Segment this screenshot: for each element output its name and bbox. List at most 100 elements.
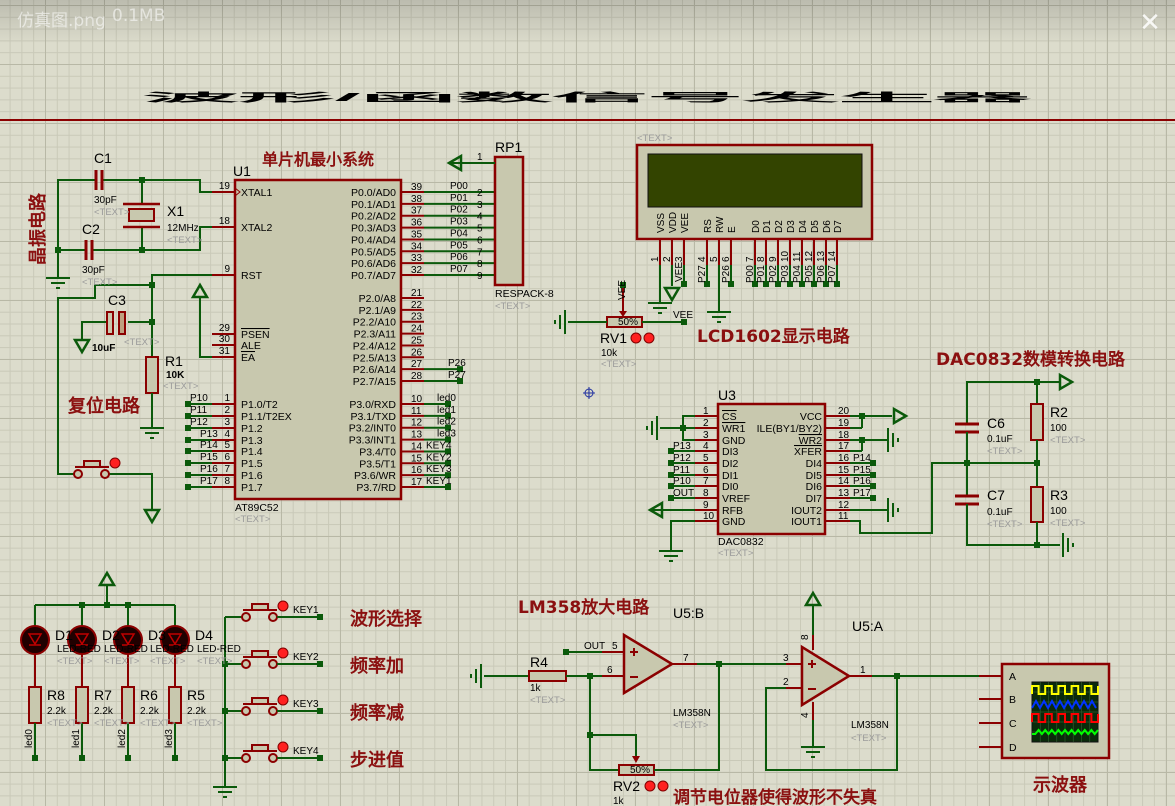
net-label: P27 <box>697 265 708 283</box>
junction-dot <box>620 282 626 288</box>
key-function-label: 频率减 <box>350 702 404 724</box>
junction-dot <box>728 281 734 287</box>
net-label: P16 <box>853 476 871 487</box>
junction-dot <box>32 755 38 761</box>
wire <box>654 664 720 771</box>
ground-icon <box>470 664 482 688</box>
pin-number: 6 <box>703 465 709 476</box>
pin-number: 12 <box>804 250 815 262</box>
net-label: KEY2 <box>293 652 319 663</box>
net-label: P14 <box>200 440 218 451</box>
button-cap <box>251 697 269 705</box>
pin-number: 7 <box>745 256 756 262</box>
net-label: P00 <box>745 265 756 283</box>
lcd-pin-name: RS <box>703 219 714 233</box>
channel-label: A <box>1009 671 1016 683</box>
junction-dot <box>445 401 451 407</box>
pin-number: 9 <box>477 271 483 282</box>
pin-number: 23 <box>411 312 423 323</box>
terminal-arrow-icon <box>803 590 823 607</box>
probe-icon <box>657 780 669 792</box>
junction-dot <box>317 755 323 761</box>
pin-number: 29 <box>219 323 231 334</box>
mcu-chip-body <box>233 178 403 501</box>
net-label: KEY4 <box>426 440 452 451</box>
pin-number: 3 <box>703 430 709 441</box>
pin-number: 1 <box>703 406 709 417</box>
pin-name: P1.1/T2EX <box>241 411 292 423</box>
pin-name: P0.7/AD7 <box>351 270 396 282</box>
pin-name: P1.5 <box>241 458 263 470</box>
junction-dot <box>870 495 876 501</box>
section-label-reset: 复位电路 <box>67 395 141 417</box>
pin-number: 8 <box>224 476 230 487</box>
section-label-crystal: 晶振电路 <box>27 192 49 265</box>
pin-number: 1 <box>477 152 483 163</box>
key-function-label: 频率加 <box>350 655 404 677</box>
probe-icon <box>277 600 289 612</box>
text-placeholder: <TEXT> <box>197 656 233 667</box>
resistor-r1 <box>145 356 159 394</box>
pin-number: 17 <box>411 477 423 488</box>
pin-number: 19 <box>838 418 850 429</box>
r3-ref: R3 <box>1050 487 1068 503</box>
junction-dot <box>834 281 840 287</box>
pin-number: 9 <box>768 256 779 262</box>
section-label-lcd: LCD1602显示电路 <box>697 326 851 347</box>
resistor-value: 2.2k <box>94 706 114 717</box>
net-label: KEY1 <box>293 605 319 616</box>
contact <box>100 469 110 479</box>
resistor-ref: R8 <box>47 687 65 703</box>
led-d2 <box>67 625 97 655</box>
pin-number: 31 <box>219 346 231 357</box>
capacitor-c6 <box>955 422 979 434</box>
lcd-pin-name: D2 <box>774 220 785 233</box>
pin-number: 2 <box>224 405 230 416</box>
u1-part: AT89C52 <box>235 502 279 514</box>
lcd-pin-name: D0 <box>751 220 762 233</box>
pin-number: 28 <box>411 371 423 382</box>
contact <box>73 469 83 479</box>
pin-number: 12 <box>838 500 850 511</box>
net-label: P11 <box>190 405 207 416</box>
pin-number: 16 <box>838 453 850 464</box>
terminal-arrow-icon <box>662 286 682 303</box>
rp1-ref: RP1 <box>495 139 522 155</box>
r4-ref: R4 <box>530 654 548 670</box>
pin-number: 5 <box>703 453 709 464</box>
pin-name: WR2 <box>799 435 822 447</box>
terminal-arrow-icon <box>647 500 664 520</box>
pin-name: DI5 <box>806 470 823 482</box>
ground-icon <box>659 543 683 562</box>
pin-number: 9 <box>224 264 230 275</box>
pin-name: RFB <box>722 505 743 517</box>
ground-icon <box>887 428 899 452</box>
trace-a <box>1031 685 1099 695</box>
pin-name: P0.4/AD4 <box>351 234 396 246</box>
wiper-arrow-icon <box>619 311 627 317</box>
c3-ref: C3 <box>108 292 126 308</box>
pin-number: 9 <box>703 500 709 511</box>
pin-number: 1 <box>224 393 230 404</box>
junction-dot <box>787 281 793 287</box>
pin-number: 3 <box>224 417 230 428</box>
wire <box>670 520 695 545</box>
terminal-arrow-icon <box>1058 372 1075 392</box>
wire <box>81 321 108 340</box>
contact <box>241 612 251 622</box>
pin-number: 2 <box>477 188 483 199</box>
x1-ref: X1 <box>167 203 184 219</box>
pin-number: 30 <box>219 334 231 345</box>
pin-number: 4 <box>703 441 709 452</box>
terminal-arrow-icon <box>72 338 92 355</box>
c2-ref: C2 <box>82 221 100 237</box>
close-icon[interactable]: ✕ <box>1139 7 1161 37</box>
junction-dot <box>681 319 687 325</box>
pin-name: P3.4/T0 <box>359 446 396 458</box>
lcd-pin-name: E <box>727 226 738 233</box>
pin-number: 1 <box>650 256 661 262</box>
u5a-part: LM358N <box>851 720 889 731</box>
contact <box>241 753 251 763</box>
wire <box>850 462 1037 534</box>
led-ref: D2 <box>102 627 120 643</box>
